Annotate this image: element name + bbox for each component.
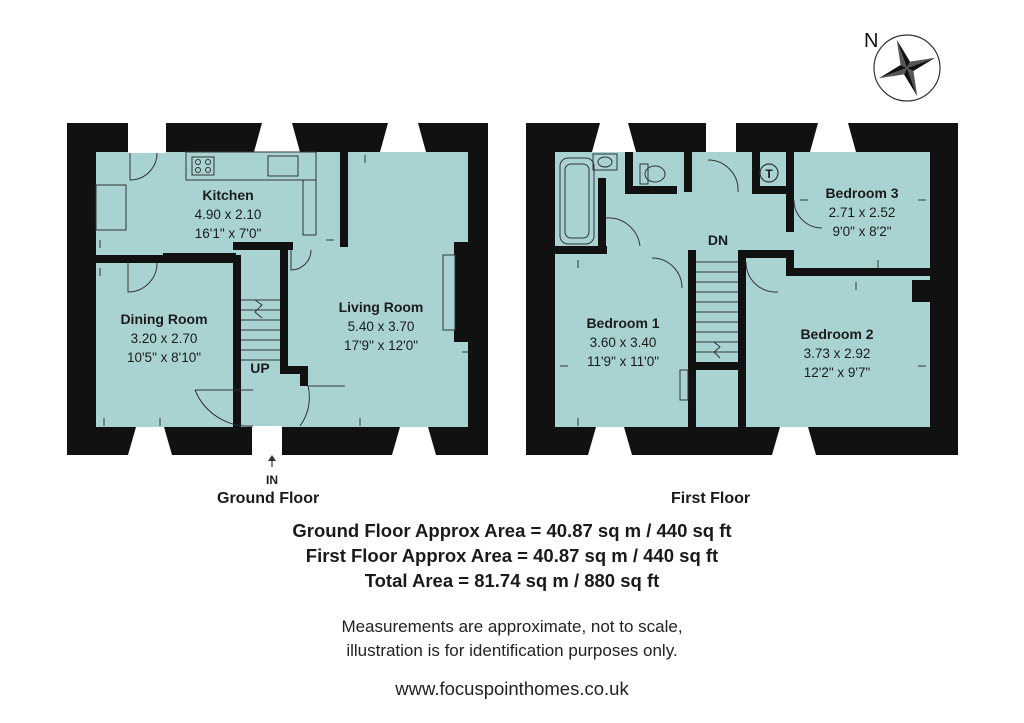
bedroom-1-metric: 3.60 x 3.40 (590, 335, 657, 350)
entrance-label: IN (266, 473, 278, 487)
dining-room-imperial: 10'5" x 8'10" (127, 350, 201, 365)
kitchen-name: Kitchen (202, 187, 253, 203)
cylinder-cupboard-icon (759, 163, 779, 183)
living-room-metric: 5.40 x 3.70 (348, 319, 415, 334)
first-floor-stairs (696, 261, 738, 359)
website-link[interactable]: www.focuspointhomes.co.uk (395, 678, 629, 699)
living-room-name: Living Room (339, 299, 424, 315)
total-area: Total Area = 81.74 sq m / 880 sq ft (364, 570, 660, 591)
disclaimer-line-1: Measurements are approximate, not to sca… (341, 617, 683, 636)
bedroom-2-imperial: 12'2" x 9'7" (804, 365, 871, 380)
first-floor-plan: T DN Bedroom 1 3.60 x 3.40 11'9" x 11'0" (526, 123, 958, 455)
compass-north-label: N (864, 30, 878, 52)
kitchen-metric: 4.90 x 2.10 (195, 207, 262, 222)
living-room-imperial: 17'9" x 12'0" (344, 338, 418, 353)
compass-rose-icon (873, 34, 941, 102)
bedroom-3-name: Bedroom 3 (825, 185, 898, 201)
ground-floor-area: Ground Floor Approx Area = 40.87 sq m / … (292, 520, 732, 541)
stairs-up-label: UP (250, 360, 269, 376)
disclaimer-line-2: illustration is for identification purpo… (346, 641, 678, 660)
bedroom-2-metric: 3.73 x 2.92 (804, 346, 871, 361)
ground-stairs (241, 299, 280, 361)
cupboard-label: T (765, 167, 773, 181)
dining-room-name: Dining Room (120, 311, 207, 327)
bedroom-3-metric: 2.71 x 2.52 (829, 205, 896, 220)
bedroom-1-name: Bedroom 1 (586, 315, 659, 331)
ground-floor-title: Ground Floor (217, 490, 320, 507)
first-floor-title: First Floor (671, 490, 751, 507)
first-floor-area: First Floor Approx Area = 40.87 sq m / 4… (305, 545, 719, 566)
stairs-down-label: DN (708, 232, 728, 248)
bedroom-3-imperial: 9'0" x 8'2" (832, 224, 891, 239)
bedroom-1-imperial: 11'9" x 11'0" (587, 354, 659, 369)
bedroom-2-name: Bedroom 2 (800, 326, 873, 342)
dining-room-metric: 3.20 x 2.70 (131, 331, 198, 346)
ground-floor-plan: Kitchen 4.90 x 2.10 16'1" x 7'0" Dining … (67, 123, 488, 487)
kitchen-imperial: 16'1" x 7'0" (195, 226, 262, 241)
